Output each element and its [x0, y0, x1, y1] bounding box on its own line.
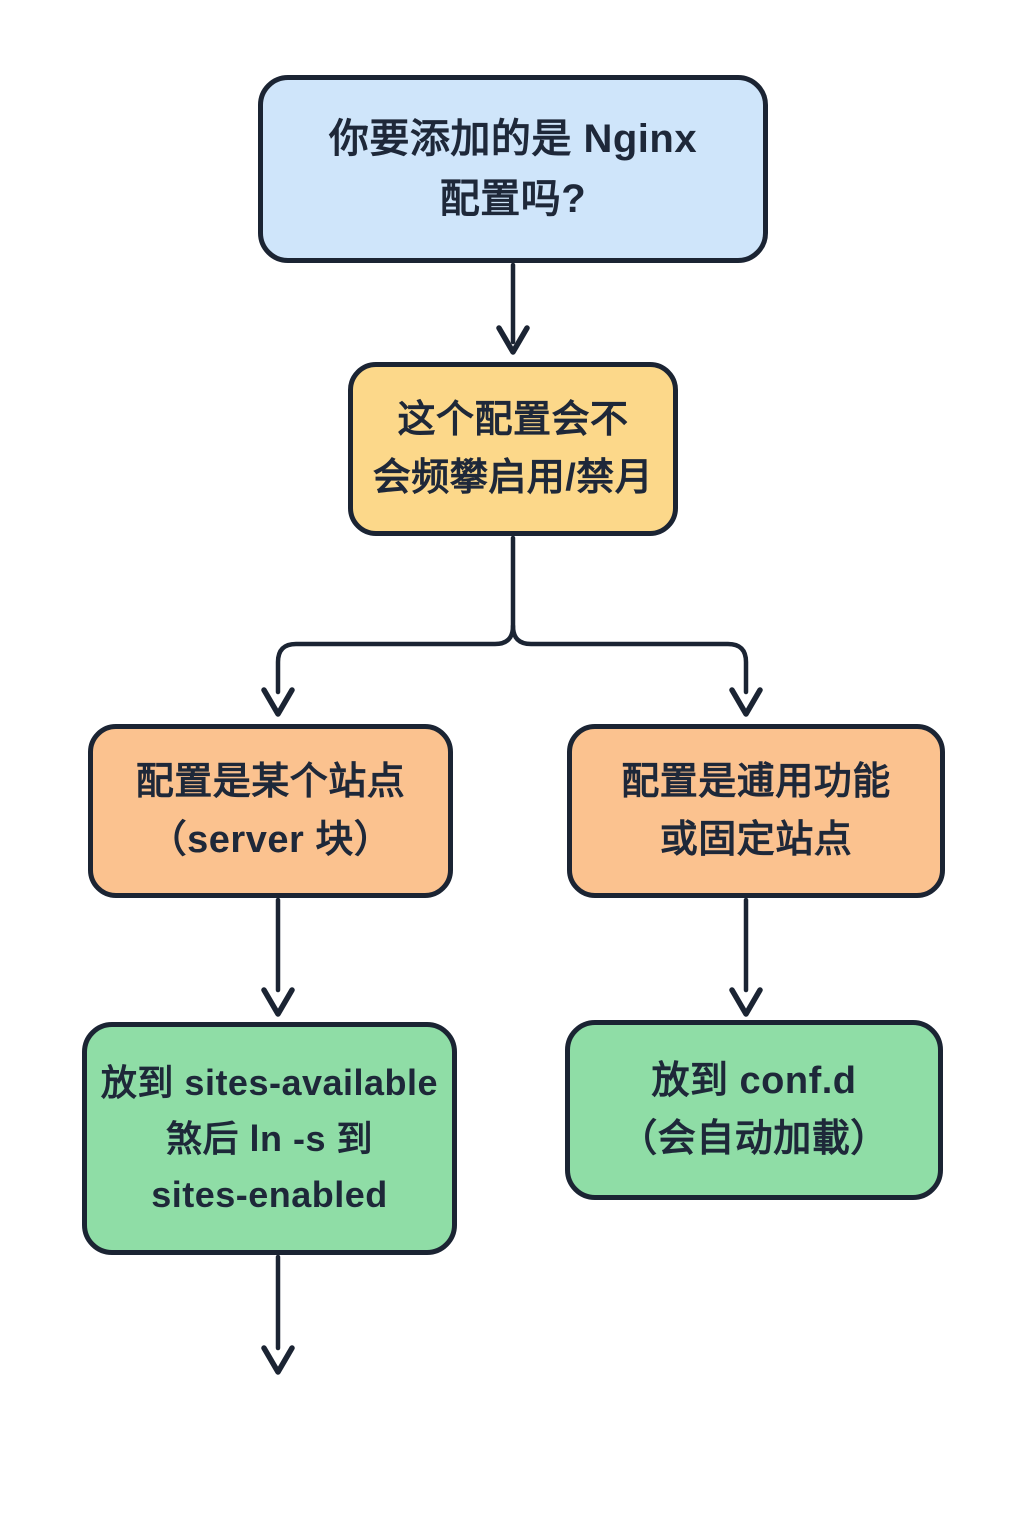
node-start-question: 你要添加的是 Nginx 配置吗?: [258, 75, 768, 263]
node-branch-server-line2: （server 块）: [148, 819, 393, 861]
node-branch-general-feature: 配置是逋用功能 或固定站点: [567, 724, 945, 898]
node-action-sites-available: 放到 sites-available 煞后 ln -s 到 sites-enab…: [82, 1022, 457, 1255]
node-action-confd-line2: （会自动加載）: [619, 1118, 889, 1160]
edge-decision-to-branch-server: [261, 535, 516, 717]
edge-branch-general-to-action-confd: [729, 897, 763, 1017]
node-action-sites-line1: 放到 sites-available: [100, 1061, 439, 1103]
node-action-sites-line3: sites-enabled: [151, 1173, 388, 1215]
node-action-confd-line1: 放到 conf.d: [651, 1060, 857, 1102]
node-action-confd: 放到 conf.d （会自动加載）: [565, 1020, 943, 1200]
edge-action-sites-continuation: [261, 1254, 295, 1375]
node-branch-general-line1: 配置是逋用功能: [621, 761, 891, 803]
node-start-line1: 你要添加的是 Nginx: [328, 117, 698, 161]
node-branch-general-line2: 或固定站点: [659, 819, 853, 861]
edge-branch-server-to-action-sites: [261, 897, 295, 1017]
edge-decision-to-branch-general: [510, 623, 763, 717]
node-branch-server-line1: 配置是某个站点: [135, 761, 406, 803]
node-decision-frequency: 这个配置会不 会频攀启用/禁月: [348, 362, 678, 536]
node-decision-line2: 会频攀启用/禁月: [372, 457, 654, 499]
node-branch-server-block: 配置是某个站点 （server 块）: [88, 724, 453, 898]
node-start-line2: 配置吗?: [439, 177, 587, 221]
edge-start-to-decision: [496, 262, 530, 355]
node-decision-line1: 这个配置会不: [397, 399, 629, 441]
node-action-sites-line2: 煞后 ln -s 到: [165, 1117, 373, 1159]
